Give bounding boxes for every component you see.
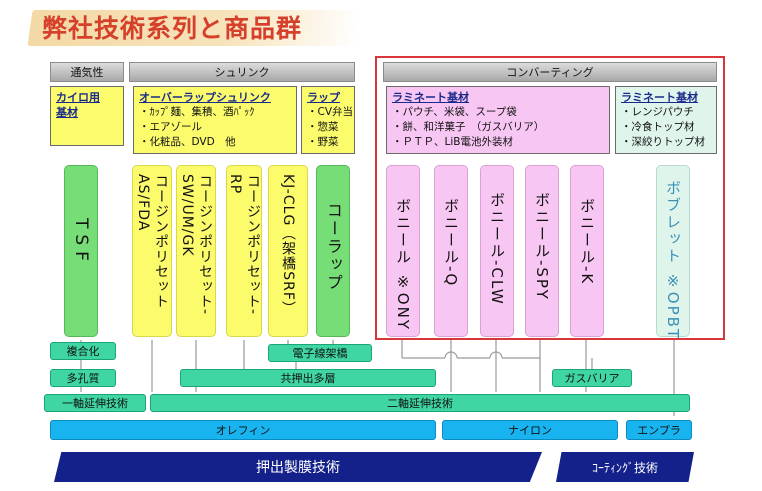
- material-enpura[interactable]: エンプラ: [626, 420, 692, 440]
- product-as-fda[interactable]: コージンポリセットAS/FDA: [132, 165, 172, 337]
- tech-ichijiku[interactable]: 一軸延伸技術: [44, 394, 146, 412]
- material-nylon[interactable]: ナイロン: [442, 420, 618, 440]
- product-clw-label: ボニール-CLW: [488, 192, 506, 306]
- category-wrap: ラップ ・CV弁当 ・惣菜 ・野菜: [301, 86, 355, 154]
- category-wrap-line: ・野菜: [307, 136, 339, 148]
- product-kowrap-label: コーラップ: [324, 202, 343, 292]
- product-k-label: ボニール-K: [578, 198, 596, 286]
- page-title: 弊社技術系列と商品群: [42, 14, 303, 43]
- product-spy[interactable]: ボニール-SPY: [525, 165, 559, 337]
- tech-gasbarrier[interactable]: ガスバリア: [552, 369, 632, 387]
- product-q[interactable]: ボニール-Q: [434, 165, 468, 337]
- category-wrap-line: ・CV弁当: [307, 106, 354, 118]
- product-ony-label: ボニール ※ONY: [394, 198, 412, 331]
- product-clw[interactable]: ボニール-CLW: [480, 165, 514, 337]
- category-overwrap-line: ・ｶｯﾌﾟ麺、集積、酒ﾊﾟｯｸ: [139, 106, 255, 118]
- category-overwrap-line: ・化粧品、DVD 他: [139, 136, 236, 148]
- category-wrap-line: ・惣菜: [307, 121, 339, 133]
- product-ony[interactable]: ボニール ※ONY: [386, 165, 420, 337]
- product-q-label: ボニール-Q: [442, 198, 460, 288]
- category-laminate-1-line: ・パウチ、米袋、スープ袋: [392, 106, 517, 118]
- header-shrink: シュリンク: [129, 62, 355, 82]
- product-as-fda-label: コージンポリセットAS/FDA: [135, 174, 169, 309]
- category-overwrap: オーバーラップシュリンク ・ｶｯﾌﾟ麺、集積、酒ﾊﾟｯｸ ・エアゾール ・化粧品…: [133, 86, 297, 154]
- category-laminate-1-title: ラミネート基材: [392, 91, 469, 104]
- header-tsuki: 通気性: [50, 62, 124, 82]
- category-laminate-2-title: ラミネート基材: [621, 91, 698, 104]
- tech-takoushitsu[interactable]: 多孔質: [50, 369, 116, 387]
- product-tsf-label: TSF: [71, 218, 91, 267]
- product-opbt[interactable]: ボブレット ※OPBT: [656, 165, 690, 341]
- category-overwrap-line: ・エアゾール: [139, 121, 202, 133]
- product-k[interactable]: ボニール-K: [570, 165, 604, 337]
- product-kj-clg[interactable]: KJ-CLG（架橋SRF）: [268, 165, 308, 337]
- category-kairo-title: カイロ用基材: [56, 91, 100, 119]
- tech-nijiku[interactable]: 二軸延伸技術: [150, 394, 690, 412]
- product-rp-label: コージンポリセット-RP: [227, 174, 261, 316]
- product-rp[interactable]: コージンポリセット-RP: [226, 165, 262, 337]
- category-laminate-1: ラミネート基材 ・パウチ、米袋、スープ袋 ・餅、和洋菓子 （ガスバリア） ・ＰＴ…: [386, 86, 610, 154]
- category-laminate-2-line: ・冷食トップ材: [621, 121, 695, 133]
- product-sw-um-gk[interactable]: コージンポリセット-SW/UM/GK: [176, 165, 216, 337]
- base-coating[interactable]: ｺｰﾃｨﾝｸﾞ技術: [556, 452, 694, 482]
- base-oshidashi[interactable]: 押出製膜技術: [54, 452, 542, 482]
- product-sw-um-gk-label: コージンポリセット-SW/UM/GK: [179, 174, 213, 316]
- category-wrap-title: ラップ: [307, 91, 340, 104]
- tech-fukugouka[interactable]: 複合化: [50, 342, 116, 360]
- category-kairo: カイロ用基材: [50, 86, 124, 146]
- converting-frame: [375, 56, 725, 340]
- category-overwrap-title: オーバーラップシュリンク: [139, 91, 271, 104]
- tech-kyouoshidashi[interactable]: 共押出多層: [180, 369, 436, 387]
- category-laminate-2-line: ・レンジパウチ: [621, 106, 694, 118]
- category-laminate-1-line: ・ＰＴＰ、LiB電池外装材: [392, 136, 513, 148]
- header-converting: コンバーティング: [383, 62, 717, 82]
- product-opbt-label: ボブレット ※OPBT: [664, 180, 682, 341]
- category-laminate-2: ラミネート基材 ・レンジパウチ ・冷食トップ材 ・深絞りトップ材: [615, 86, 717, 154]
- material-olefin[interactable]: オレフィン: [50, 420, 436, 440]
- category-laminate-1-line: ・餅、和洋菓子 （ガスバリア）: [392, 121, 545, 133]
- category-laminate-2-line: ・深絞りトップ材: [621, 136, 705, 148]
- tech-denshisen[interactable]: 電子線架橋: [268, 344, 372, 362]
- product-spy-label: ボニール-SPY: [533, 192, 551, 301]
- product-kj-clg-label: KJ-CLG（架橋SRF）: [280, 174, 296, 316]
- product-tsf[interactable]: TSF: [64, 165, 98, 337]
- product-kowrap[interactable]: コーラップ: [316, 165, 350, 337]
